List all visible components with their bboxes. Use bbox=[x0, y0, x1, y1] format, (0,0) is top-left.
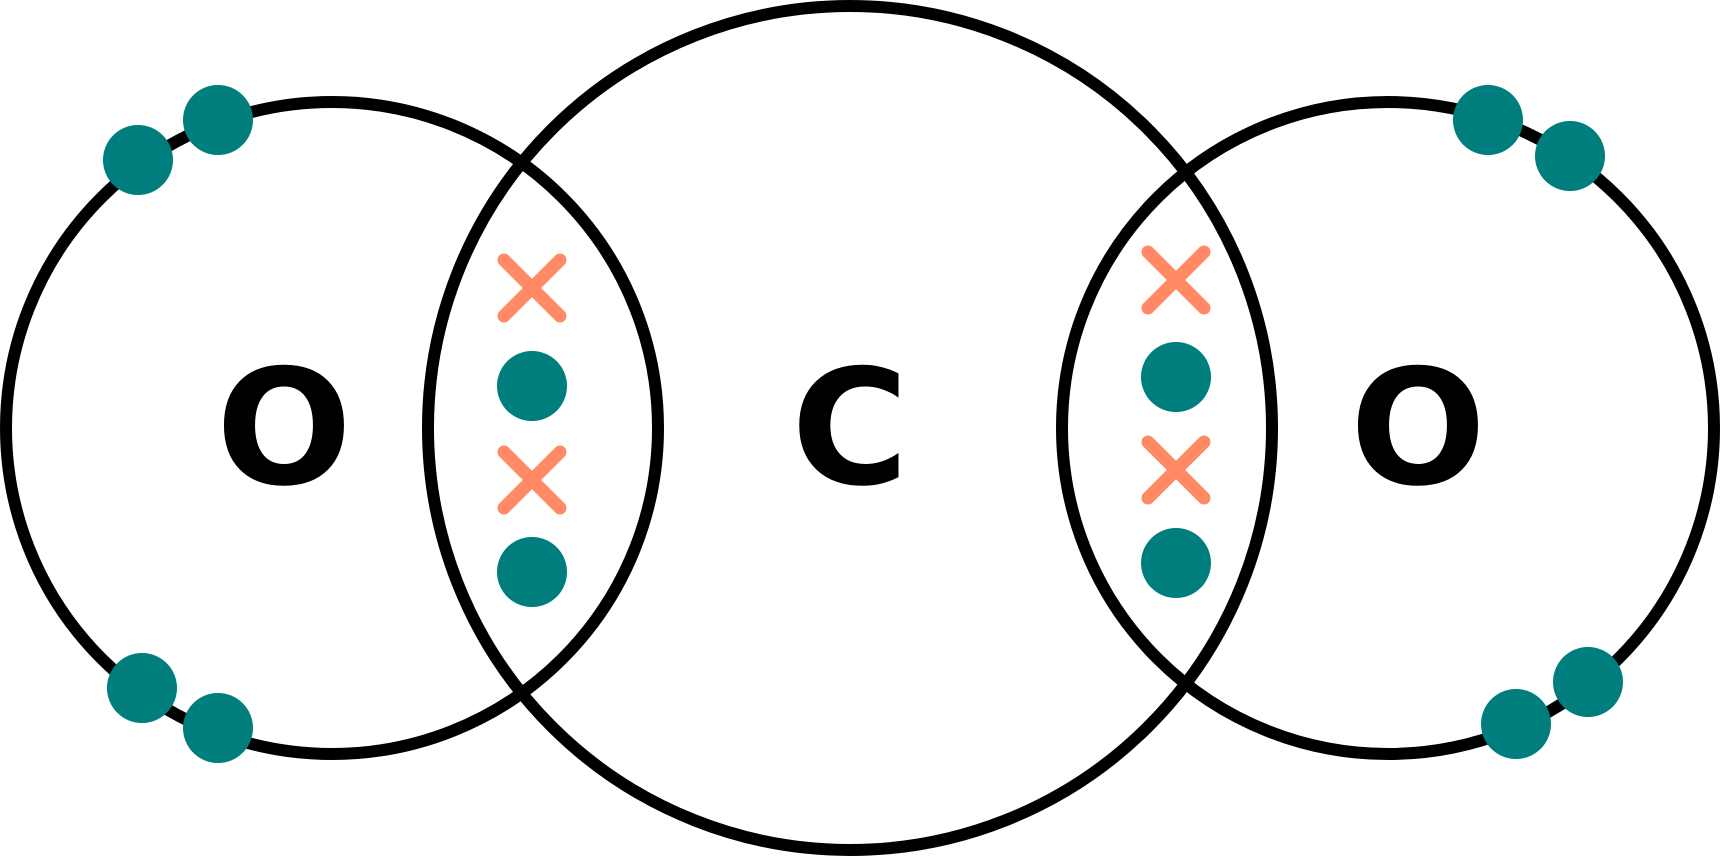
oxygen-electron-dot bbox=[1141, 528, 1211, 598]
left-oxygen-symbol: O bbox=[216, 335, 352, 522]
left-bond-shared-electrons bbox=[497, 253, 567, 607]
oxygen-electron-dot bbox=[183, 85, 253, 155]
left-oxygen-shell bbox=[0, 96, 664, 760]
carbon-shell bbox=[422, 0, 1278, 856]
right-oxygen-symbol: O bbox=[1350, 335, 1486, 522]
oxygen-electron-dot bbox=[103, 125, 173, 195]
right-bond-shared-electrons bbox=[1141, 245, 1211, 598]
right-oxygen-lone-electrons bbox=[1453, 85, 1623, 759]
oxygen-electron-dot bbox=[1481, 689, 1551, 759]
oxygen-electron-dot bbox=[183, 693, 253, 763]
oxygen-electron-dot bbox=[1141, 342, 1211, 412]
right-oxygen-shell bbox=[1056, 96, 1720, 760]
oxygen-electron-dot bbox=[497, 351, 567, 421]
carbon-electron-cross bbox=[497, 253, 567, 323]
oxygen-electron-dot bbox=[1535, 121, 1605, 191]
carbon-electron-cross bbox=[1141, 435, 1211, 505]
left-oxygen-lone-electrons bbox=[103, 85, 253, 763]
oxygen-electron-dot bbox=[107, 653, 177, 723]
oxygen-electron-dot bbox=[497, 537, 567, 607]
carbon-symbol: C bbox=[791, 335, 908, 522]
oxygen-electron-dot bbox=[1553, 647, 1623, 717]
carbon-electron-cross bbox=[497, 445, 567, 515]
carbon-electron-cross bbox=[1141, 245, 1211, 315]
oxygen-electron-dot bbox=[1453, 85, 1523, 155]
